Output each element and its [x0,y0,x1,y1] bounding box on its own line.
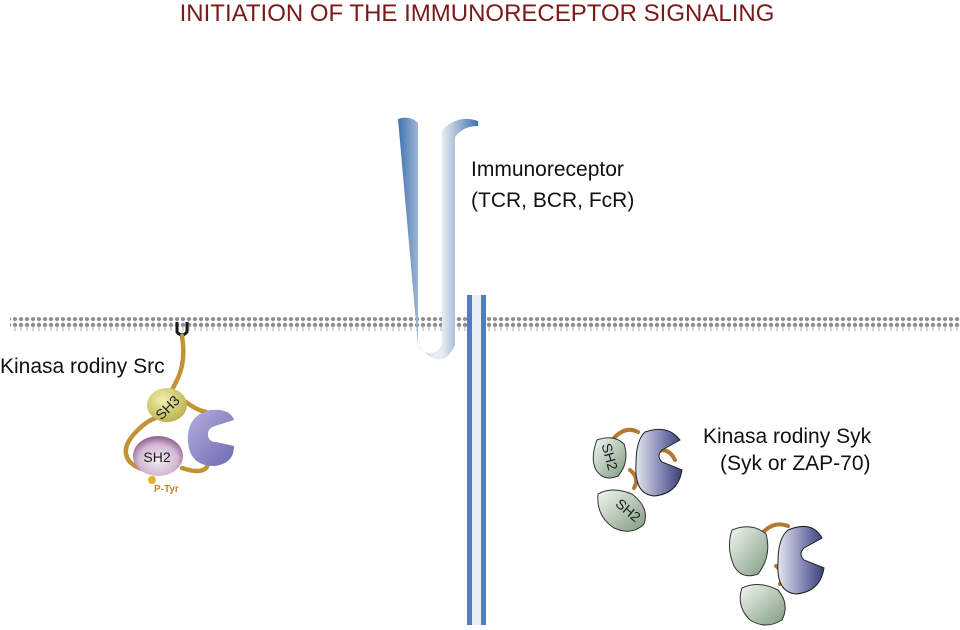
syk-kinase-second [728,522,825,626]
ptyr-label: P-Tyr [154,484,179,495]
syk2-sh2-domain-a [728,526,769,577]
sh2-label: SH2 [143,449,170,465]
signaling-chain [467,295,486,625]
immunoreceptor [398,117,478,360]
receptor-label-line1: Immunoreceptor [471,158,624,181]
src-kinase-domain [187,409,234,466]
receptor-label-line2: (TCR, BCR, FcR) [471,189,634,212]
syk-sh2-domain-b [597,489,646,532]
diagram-title: INITIATION OF THE IMMUNORECEPTOR SIGNALI… [180,0,775,27]
ptyr-dot [148,476,156,484]
src-kinase: SH3 SH2 P-Tyr [123,322,234,495]
syk-kinase-label-line2: (Syk or ZAP-70) [720,452,871,475]
syk-sh2-label-a: SH2 [599,441,622,472]
syk-kinase-labeled: SH2 SH2 [592,427,683,532]
syk-kinase-domain [635,428,683,497]
src-linker [123,333,211,474]
src-kinase-label: Kinasa rodiny Src [0,355,165,378]
sh3-domain [147,388,187,422]
syk-sh2-domain-a [592,437,627,479]
syk-kinase-label-line1: Kinasa rodiny Syk [703,425,872,448]
syk2-sh2-domain-b [739,584,786,626]
syk2-kinase-domain [777,525,825,595]
sh2-domain [133,436,183,476]
